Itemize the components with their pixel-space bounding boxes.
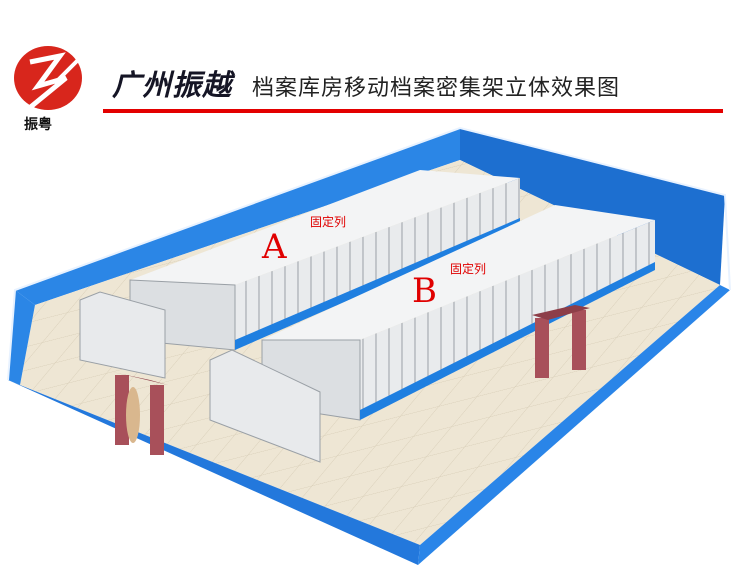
shelf-row-b-top [262, 205, 655, 340]
page-title: 档案库房移动档案密集架立体效果图 [252, 76, 621, 101]
wall-back-right [460, 128, 725, 285]
shelf-row-a-base [235, 218, 520, 350]
wall-front [8, 380, 420, 565]
shelf-row-a-top [130, 170, 520, 285]
wall-back-left [15, 128, 460, 305]
company-logo [14, 46, 82, 116]
person-figure [126, 387, 140, 443]
row-b-letter: B [412, 271, 437, 311]
wall-left-front [8, 290, 35, 385]
row-b-label: 固定列 [450, 261, 486, 276]
shelf-row-b-face [360, 220, 655, 420]
header: 振粤 广州振越 档案库房移动档案密集架立体效果图 [0, 0, 750, 133]
cabinet-right [209, 349, 321, 463]
security-gate-right [532, 305, 590, 378]
cabinet-left [79, 291, 166, 379]
shelf-row-a-face [235, 178, 520, 350]
shelf-row-b-base [360, 262, 655, 420]
wall-rim [7, 126, 731, 381]
row-a-letter: A [261, 227, 287, 267]
security-gate-left [112, 372, 168, 455]
logo-text: 振粤 [24, 117, 52, 133]
brand-name: 广州振越 [112, 68, 233, 102]
header-divider [103, 109, 723, 113]
wall-front-right [418, 285, 730, 565]
row-a-label: 固定列 [310, 214, 346, 229]
